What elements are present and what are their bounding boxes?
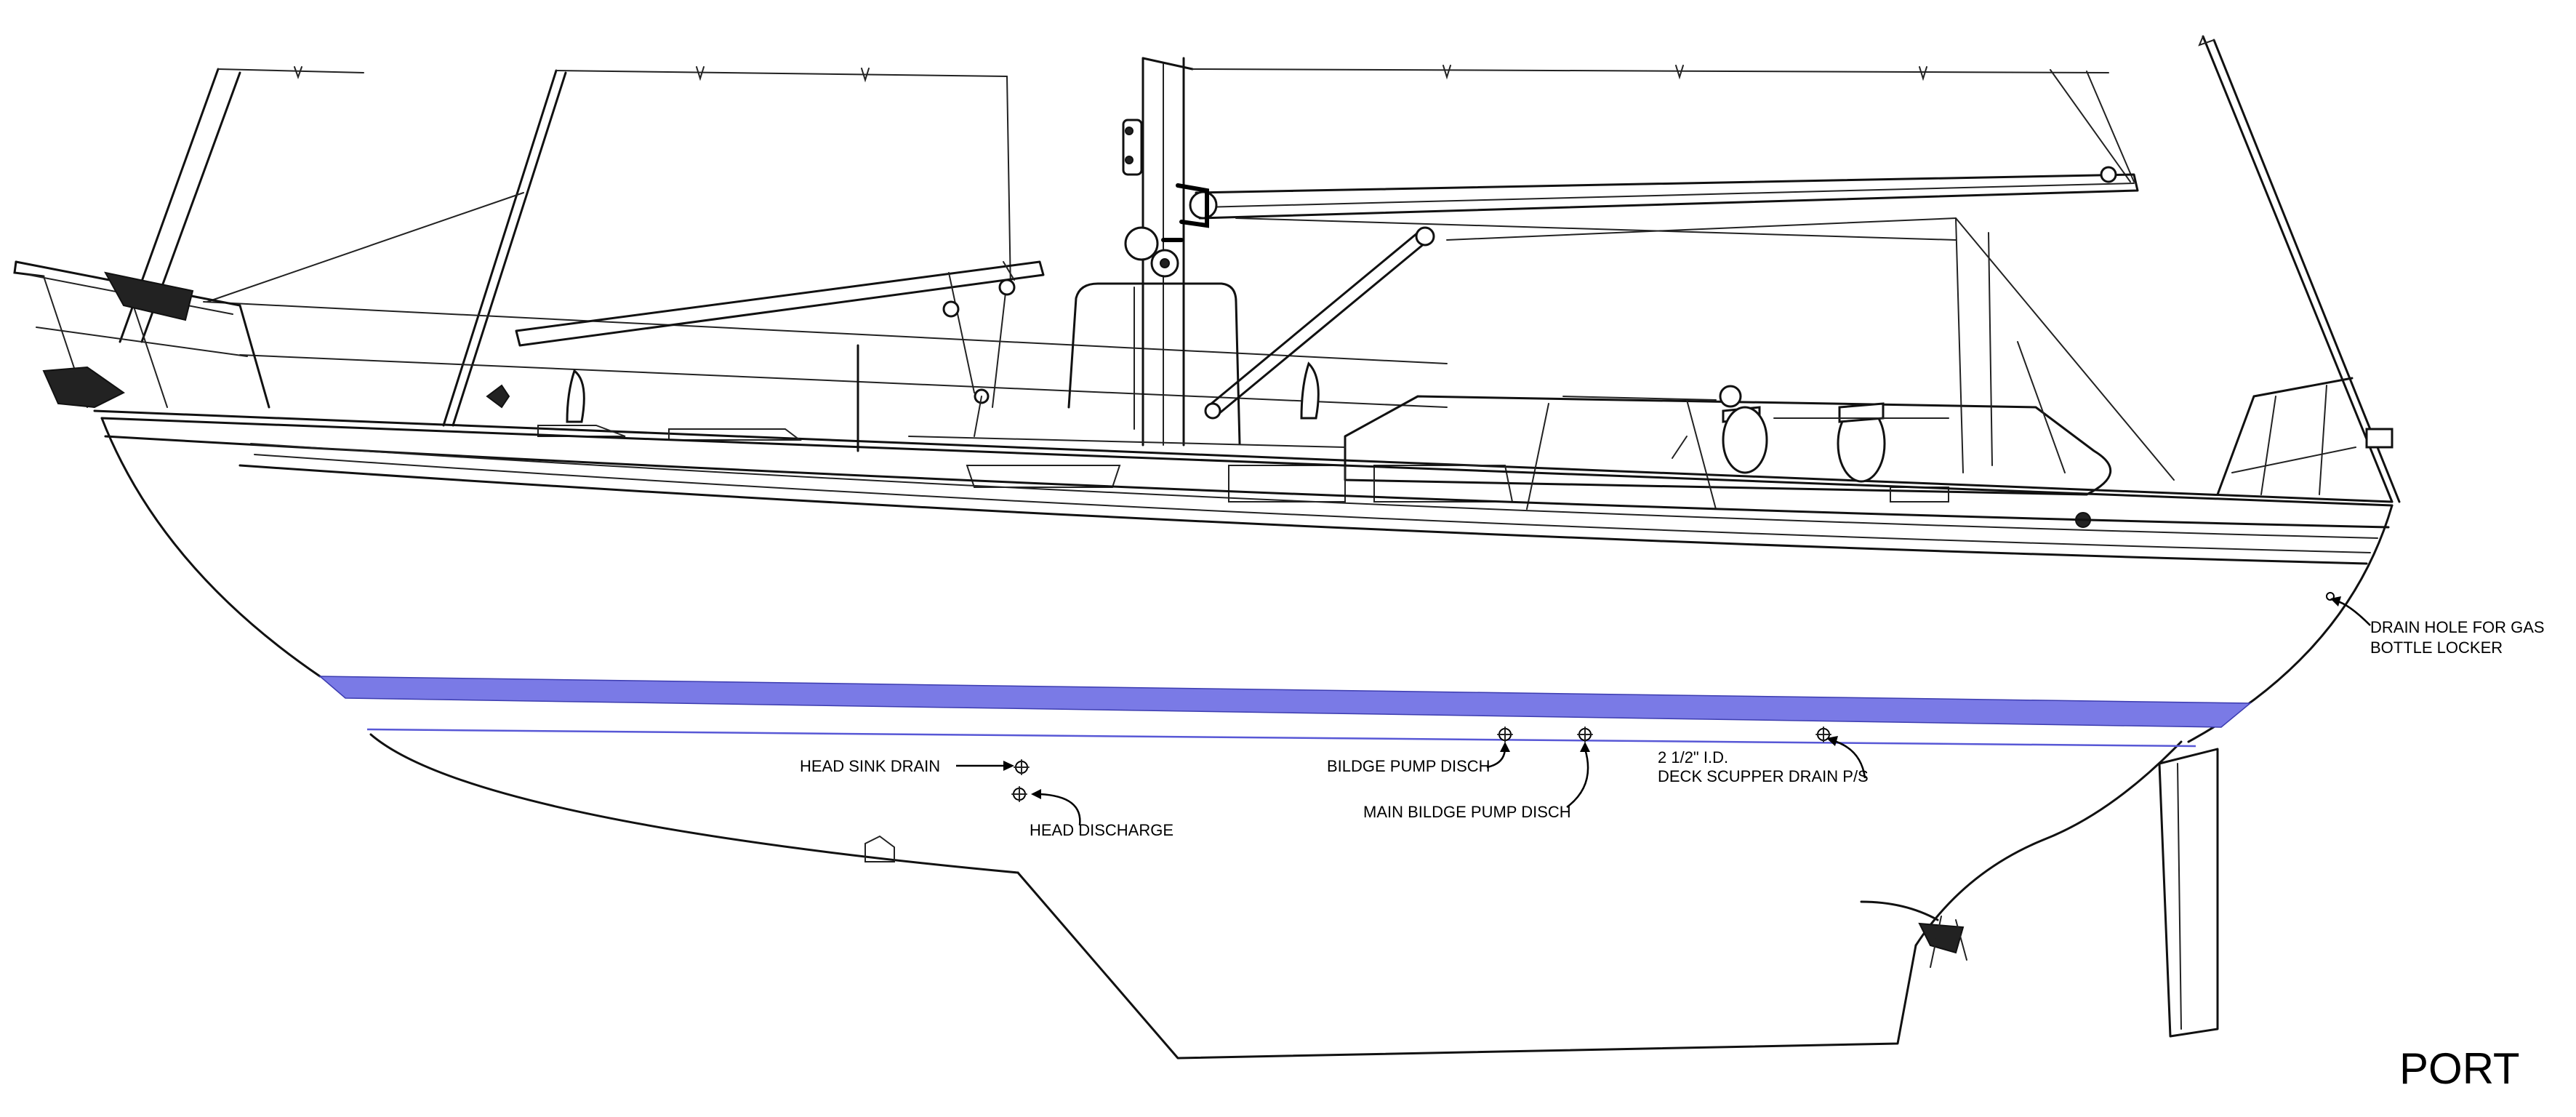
thru-hull-deck-scupper	[1815, 726, 1831, 742]
callout-arrows	[956, 596, 2371, 826]
boot-stripe	[318, 676, 2252, 748]
cockpit-frame	[486, 282, 1320, 452]
thru-hull-head-sink	[1014, 759, 1030, 775]
thru-hull-main-bilge-pump	[1577, 726, 1593, 742]
rigging	[119, 35, 2401, 503]
main-boom	[1176, 166, 2139, 241]
callout-main-bilge-pump-disch: MAIN BILDGE PUMP DISCH	[1363, 803, 1571, 821]
callout-drain-hole-line1: DRAIN HOLE FOR GAS	[2370, 618, 2545, 636]
boom-vang	[1204, 226, 1435, 420]
boot-stripe-band	[318, 676, 2252, 728]
callout-labels: DRAIN HOLE FOR GAS BOTTLE LOCKER HEAD SI…	[800, 618, 2545, 1093]
waterline	[366, 728, 2196, 748]
callout-deck-scupper-line2: DECK SCUPPER DRAIN P/S	[1658, 767, 1869, 785]
mast-fittings	[1122, 119, 1184, 278]
callout-bilge-pump-disch: BILDGE PUMP DISCH	[1327, 757, 1490, 775]
side-label: PORT	[2399, 1044, 2520, 1093]
callout-head-sink-drain: HEAD SINK DRAIN	[800, 757, 940, 775]
callout-head-discharge: HEAD DISCHARGE	[1030, 821, 1173, 839]
stern-pulpit	[13, 260, 270, 409]
thru-hull-fittings	[1011, 592, 2335, 802]
callout-drain-hole-line2: BOTTLE LOCKER	[2370, 638, 2503, 657]
thru-hull-bilge-pump	[1497, 726, 1513, 742]
callout-deck-scupper-line1: 2 1/2" I.D.	[1658, 748, 1728, 766]
thru-hull-head-discharge	[1011, 786, 1027, 802]
bow-pulpit	[2216, 377, 2394, 496]
spinnaker-pole	[515, 260, 1045, 437]
deck-fittings	[1719, 217, 2091, 528]
